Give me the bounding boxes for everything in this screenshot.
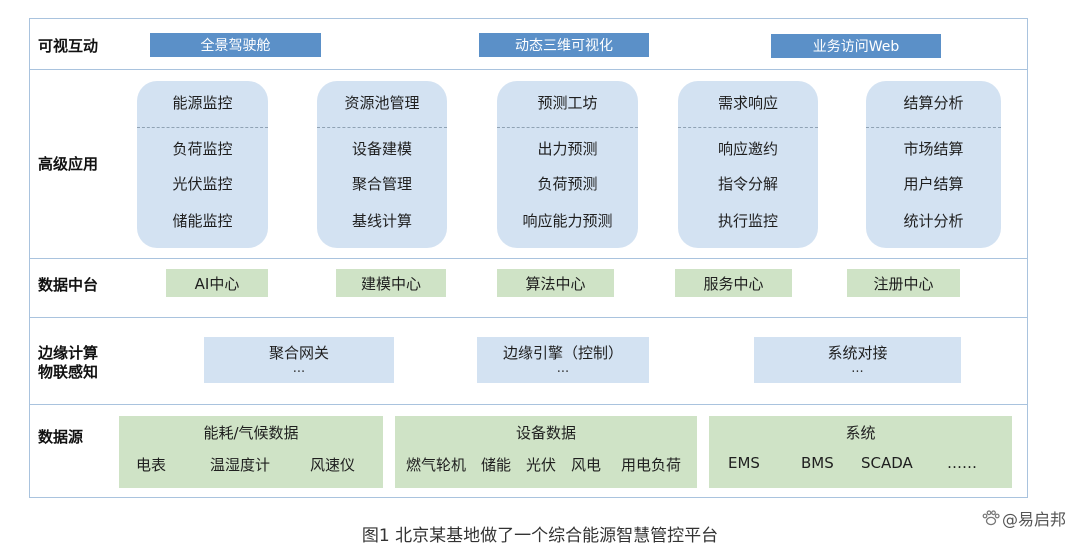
- app-card-item: 响应邀约: [717, 140, 778, 158]
- ellipsis-text: ...: [556, 361, 570, 376]
- source-box-title: 能耗/气候数据: [203, 424, 299, 442]
- app-card-item: 统计分析: [903, 212, 964, 230]
- source-item: 电表: [136, 456, 167, 474]
- row-label-data-sources: 数据源: [38, 428, 84, 446]
- source-item: 温湿度计: [210, 456, 271, 474]
- app-card-item: 设备建模: [351, 140, 412, 158]
- ellipsis-text: ...: [851, 361, 864, 376]
- ai-center-box: AI中心: [166, 269, 268, 297]
- edge-box-title: 聚合网关: [268, 344, 329, 362]
- modeling-center-box: 建模中心: [336, 269, 446, 297]
- algorithm-center-box: 算法中心: [497, 269, 614, 297]
- source-item: 用电负荷: [621, 456, 682, 474]
- app-card-item: 聚合管理: [351, 175, 412, 193]
- edge-box-title: 边缘引擎（控制）: [502, 344, 623, 362]
- app-card-title: 资源池管理: [344, 94, 420, 112]
- figure-caption: 图1 北京某基地做了一个综合能源智慧管控平台: [361, 526, 719, 546]
- source-item: 光伏: [526, 456, 557, 474]
- ellipsis-text: ...: [292, 361, 306, 376]
- source-item: 储能: [481, 456, 512, 474]
- app-card-demand-response: 需求响应 响应邀约 指令分解 执行监控: [678, 81, 818, 248]
- energy-climate-data-box: 能耗/气候数据 电表 温湿度计 风速仪: [119, 416, 383, 488]
- row-label-edge-computing: 边缘计算: [38, 344, 99, 362]
- row-label-data-center: 数据中台: [38, 276, 99, 294]
- app-card-item: 出力预测: [537, 140, 598, 158]
- app-card-title: 需求响应: [717, 94, 778, 112]
- row-divider: [30, 258, 1027, 259]
- source-item: SCADA: [861, 454, 913, 472]
- app-card-item: 执行监控: [717, 212, 778, 230]
- row-divider: [30, 317, 1027, 318]
- app-card-item: 负荷预测: [537, 175, 598, 193]
- app-card-title: 预测工坊: [537, 94, 598, 112]
- source-item: 风电: [571, 456, 602, 474]
- aggregation-gateway-box: 聚合网关 ...: [204, 337, 394, 383]
- row-divider: [30, 69, 1027, 70]
- edge-box-title: 系统对接: [827, 344, 888, 362]
- app-card-settlement-analysis: 结算分析 市场结算 用户结算 统计分析: [866, 81, 1001, 248]
- system-integration-box: 系统对接 ...: [754, 337, 961, 383]
- app-card-item: 基线计算: [351, 212, 412, 230]
- architecture-diagram: 可视互动 高级应用 数据中台 边缘计算 物联感知 数据源 全景驾驶舱 动态三维可…: [29, 18, 1028, 498]
- app-card-item: 用户结算: [903, 175, 964, 193]
- app-card-title: 结算分析: [903, 94, 964, 112]
- row-label-interaction: 可视互动: [38, 37, 99, 55]
- app-card-item: 储能监控: [172, 212, 233, 230]
- business-web-access-button[interactable]: 业务访问Web: [771, 34, 941, 58]
- watermark: @易启邦: [982, 506, 1066, 530]
- source-item: 风速仪: [310, 456, 356, 474]
- source-item: ……: [947, 454, 977, 472]
- paw-logo-icon: [982, 510, 1000, 526]
- source-item: BMS: [801, 454, 834, 472]
- app-card-item: 响应能力预测: [522, 212, 613, 230]
- watermark-text: @易启邦: [1001, 510, 1066, 529]
- source-item: EMS: [728, 454, 760, 472]
- dashed-separator: [497, 127, 638, 128]
- app-card-energy-monitoring: 能源监控 负荷监控 光伏监控 储能监控: [137, 81, 268, 248]
- row-divider: [30, 404, 1027, 405]
- equipment-data-box: 设备数据 燃气轮机 储能 光伏 风电 用电负荷: [395, 416, 697, 488]
- dynamic-3d-visualization-button[interactable]: 动态三维可视化: [479, 33, 649, 57]
- dashed-separator: [317, 127, 447, 128]
- row-label-applications: 高级应用: [38, 155, 99, 173]
- dashed-separator: [137, 127, 268, 128]
- app-card-item: 指令分解: [717, 175, 778, 193]
- app-card-title: 能源监控: [172, 94, 233, 112]
- app-card-item: 负荷监控: [172, 140, 233, 158]
- source-box-title: 设备数据: [515, 424, 576, 442]
- systems-data-box: 系统 EMS BMS SCADA ……: [709, 416, 1012, 488]
- dashed-separator: [866, 127, 1001, 128]
- app-card-item: 光伏监控: [172, 175, 233, 193]
- app-card-forecast-workshop: 预测工坊 出力预测 负荷预测 响应能力预测: [497, 81, 638, 248]
- dashed-separator: [678, 127, 818, 128]
- edge-engine-control-box: 边缘引擎（控制） ...: [477, 337, 649, 383]
- row-label-iot-sensing: 物联感知: [38, 363, 99, 381]
- registry-center-box: 注册中心: [847, 269, 960, 297]
- source-box-title: 系统: [845, 424, 876, 442]
- service-center-box: 服务中心: [675, 269, 792, 297]
- app-card-item: 市场结算: [903, 140, 964, 158]
- panorama-cockpit-button[interactable]: 全景驾驶舱: [150, 33, 321, 57]
- app-card-resource-pool: 资源池管理 设备建模 聚合管理 基线计算: [317, 81, 447, 248]
- source-item: 燃气轮机: [406, 456, 467, 474]
